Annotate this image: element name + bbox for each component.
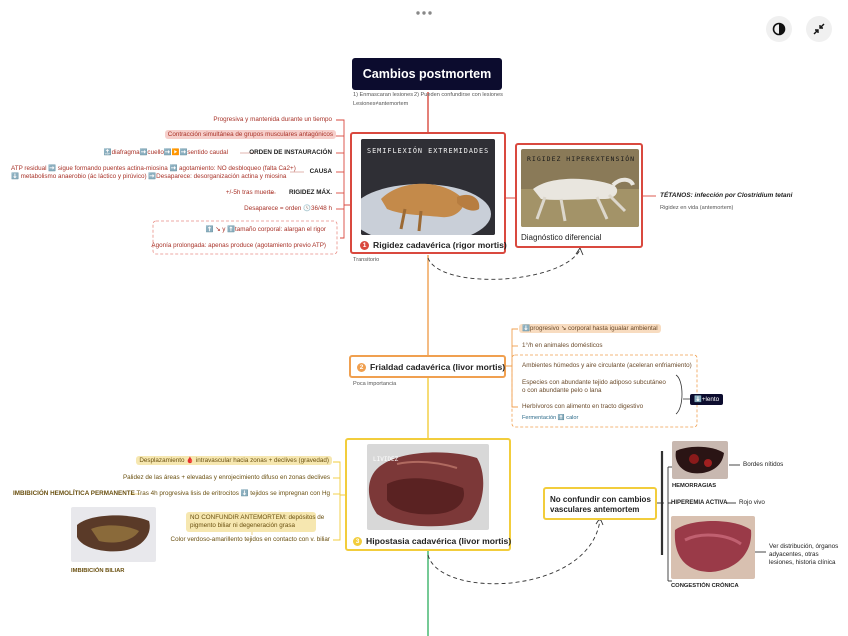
hipostasia-photo-caption: LIVIDEZ — [373, 456, 399, 463]
hipostasia-note-box[interactable]: NO CONFUNDIR ANTEMORTEM: depósitos de pi… — [186, 512, 325, 532]
hipostasia-branch-palidez[interactable]: Palidez de las áreas + elevadas y enroje… — [122, 474, 330, 481]
rigidez-photo-caption: SEMIFLEXIÓN EXTREMIDADES — [367, 147, 490, 155]
collapse-icon — [813, 23, 825, 35]
rigidez-orden-detail[interactable]: 🔝diafragma➡️cuello➡️▶️➡️sentido caudal — [103, 149, 228, 156]
dog-carcass-image — [521, 149, 639, 227]
rigidez-branch-progresiva[interactable]: Progresiva y mantenida durante un tiempo — [213, 116, 332, 123]
frialdad-title: Frialdad cadavérica (livor mortis) — [370, 362, 506, 372]
rigidez-branch-tamano[interactable]: ⬆️ ↘ y ⬆️tamaño corporal: alargan el rig… — [205, 226, 326, 233]
cat-carcass-image — [361, 139, 495, 235]
more-horizontal-icon — [416, 11, 432, 15]
slow-badge[interactable]: ⬇️+lento — [690, 394, 724, 405]
hipostasia-branch-lisis[interactable]: Tras 4h progresiva lisis de eritrocitos … — [136, 490, 330, 497]
frialdad-note: Poca importancia — [353, 381, 397, 387]
congestion-desc-1[interactable]: Ver distribución, órganos — [769, 543, 839, 550]
rigidez-title: Rigidez cadavérica (rigor mortis) — [373, 240, 507, 250]
root-topic[interactable]: Cambios postmortem — [352, 58, 502, 90]
rigidez-branch-contraccion[interactable]: Contracción simultánea de grupos muscula… — [164, 130, 336, 139]
hipostasia-imbibicion-label[interactable]: IMBIBICIÓN HEMOLÍTICA PERMANENTE — [13, 490, 135, 497]
hipostasia-note-line-1: NO CONFUNDIR ANTEMORTEM: depósitos de — [190, 514, 325, 521]
frialdad-branch-herbivoros[interactable]: Herbívoros con alimento en tracto digest… — [522, 403, 644, 410]
congestion-label[interactable]: CONGESTIÓN CRÓNICA — [671, 583, 739, 589]
rigidez-causa-detail-2[interactable]: ⬇️ metabolismo anaerobio (ác láctico y p… — [11, 173, 287, 180]
rigidez-number-badge: 1 — [360, 241, 369, 250]
root-note-2: 2) Pueden confundirse con lesiones — [414, 92, 503, 98]
hemorragias-label[interactable]: HEMORRAGIAS — [672, 483, 717, 489]
root-note-1: 1) Enmascaran lesiones — [353, 92, 414, 98]
hipostasia-branch-desplazamiento[interactable]: Desplazamiento 🩸 intravascular hacia zon… — [136, 456, 332, 465]
rigidez-title-row: 1 Rigidez cadavérica (rigor mortis) — [360, 240, 507, 250]
rigidez-causa-detail-1[interactable]: ATP residual ➡️ sigue formando puentes a… — [11, 165, 296, 172]
rigidez-branch-orden[interactable]: ORDEN DE INSTAURACIÓN — [249, 149, 332, 156]
imbibicion-biliar-photo — [71, 507, 156, 562]
frialdad-branch-progresivo[interactable]: ⬇️progresivo ↘ corporal hasta igualar am… — [519, 324, 661, 333]
theme-toggle-button[interactable] — [766, 16, 792, 42]
hipostasia-note-line-2: pigmento biliar ni degeneración grasa — [190, 522, 296, 529]
slow-badge-label: ⬇️+lento — [694, 396, 720, 403]
liver-image — [71, 507, 156, 562]
confundir-title-1: No confundir con cambios — [550, 495, 651, 504]
hipostasia-title: Hipostasia cadavérica (livor mortis) — [366, 536, 512, 546]
rigidez-photo: SEMIFLEXIÓN EXTREMIDADES — [361, 139, 495, 235]
congestion-photo — [671, 516, 755, 579]
confundir-topic[interactable]: No confundir con cambios vasculares ante… — [543, 487, 657, 520]
tetanos-sub: Rigidez en vida (antemortem) — [660, 205, 734, 211]
rigidez-branch-max[interactable]: RIGIDEZ MÁX. — [288, 189, 332, 196]
rigidez-branch-causa[interactable]: CAUSA — [309, 168, 332, 175]
tetanos-label[interactable]: TÉTANOS: infección por Clostridium tetan… — [660, 192, 793, 199]
contrast-icon — [772, 22, 786, 36]
hipostasia-topic[interactable]: LIVIDEZ 3 Hipostasia cadavérica (livor mo… — [345, 438, 511, 551]
frialdad-topic[interactable]: 2 Frialdad cadavérica (livor mortis) — [349, 355, 506, 378]
frialdad-branch-fermentacion[interactable]: Fermentación ⬆️ calor — [522, 415, 579, 421]
diagnostico-photo-caption: RIGIDEZ HIPEREXTENSIÓN — [527, 155, 636, 163]
rigidez-branch-desaparece[interactable]: Desaparece = orden 🕓36/48 h — [244, 205, 332, 212]
diagnostico-photo: RIGIDEZ HIPEREXTENSIÓN — [521, 149, 639, 227]
hemorragias-desc[interactable]: Bordes nítidos — [743, 461, 784, 468]
rigidez-branch-agonia[interactable]: Agonía prolongada: apenas produce (agota… — [151, 242, 326, 249]
root-note-3: Lesiones≠antemortem — [353, 101, 409, 107]
hiperemia-label[interactable]: HIPEREMIA ACTIVA — [671, 500, 728, 506]
lung-image — [367, 444, 489, 530]
hemorragias-photo — [672, 441, 728, 479]
hipostasia-number-badge: 3 — [353, 537, 362, 546]
diagnostico-title: Diagnóstico diferencial — [521, 233, 602, 242]
diagnostico-topic[interactable]: RIGIDEZ HIPEREXTENSIÓN Diagnóstico difer… — [515, 143, 643, 248]
hemorrhage-image — [672, 441, 728, 479]
imbibicion-biliar-label: IMBIBICIÓN BILIAR — [71, 568, 125, 574]
rigidez-max-detail[interactable]: +/-5h tras muerte — [225, 189, 274, 196]
root-title: Cambios postmortem — [362, 67, 492, 81]
hipostasia-branch-color[interactable]: Color verdoso-amarillento tejidos en con… — [170, 536, 330, 543]
collapse-button[interactable] — [806, 16, 832, 42]
rigidez-topic[interactable]: SEMIFLEXIÓN EXTREMIDADES 1 Rigidez cadavé… — [350, 132, 507, 254]
frialdad-branch-especies-1[interactable]: Especies con abundante tejido adiposo su… — [522, 379, 666, 386]
frialdad-branch-especies-2[interactable]: o con abundante pelo o lana — [522, 387, 602, 394]
congestion-desc-2[interactable]: adyacentes, otras — [769, 551, 819, 558]
hiperemia-desc[interactable]: Rojo vivo — [739, 499, 765, 506]
frialdad-number-badge: 2 — [357, 363, 366, 372]
frialdad-branch-grado[interactable]: 1°/h en animales domésticos — [522, 342, 603, 349]
congestion-desc-3[interactable]: lesiones, historia clínica — [769, 559, 836, 566]
rigidez-note: Transitorio — [353, 257, 380, 263]
hipostasia-photo: LIVIDEZ — [367, 444, 489, 530]
more-options-button[interactable] — [414, 4, 434, 15]
confundir-title-2: vasculares antemortem — [550, 505, 640, 514]
frialdad-title-row: 2 Frialdad cadavérica (livor mortis) — [357, 362, 505, 372]
hipostasia-title-row: 3 Hipostasia cadavérica (livor mortis) — [353, 536, 511, 546]
congestion-image — [671, 516, 755, 579]
frialdad-branch-ambientes[interactable]: Ambientes húmedos y aire circulante (ace… — [522, 362, 692, 369]
